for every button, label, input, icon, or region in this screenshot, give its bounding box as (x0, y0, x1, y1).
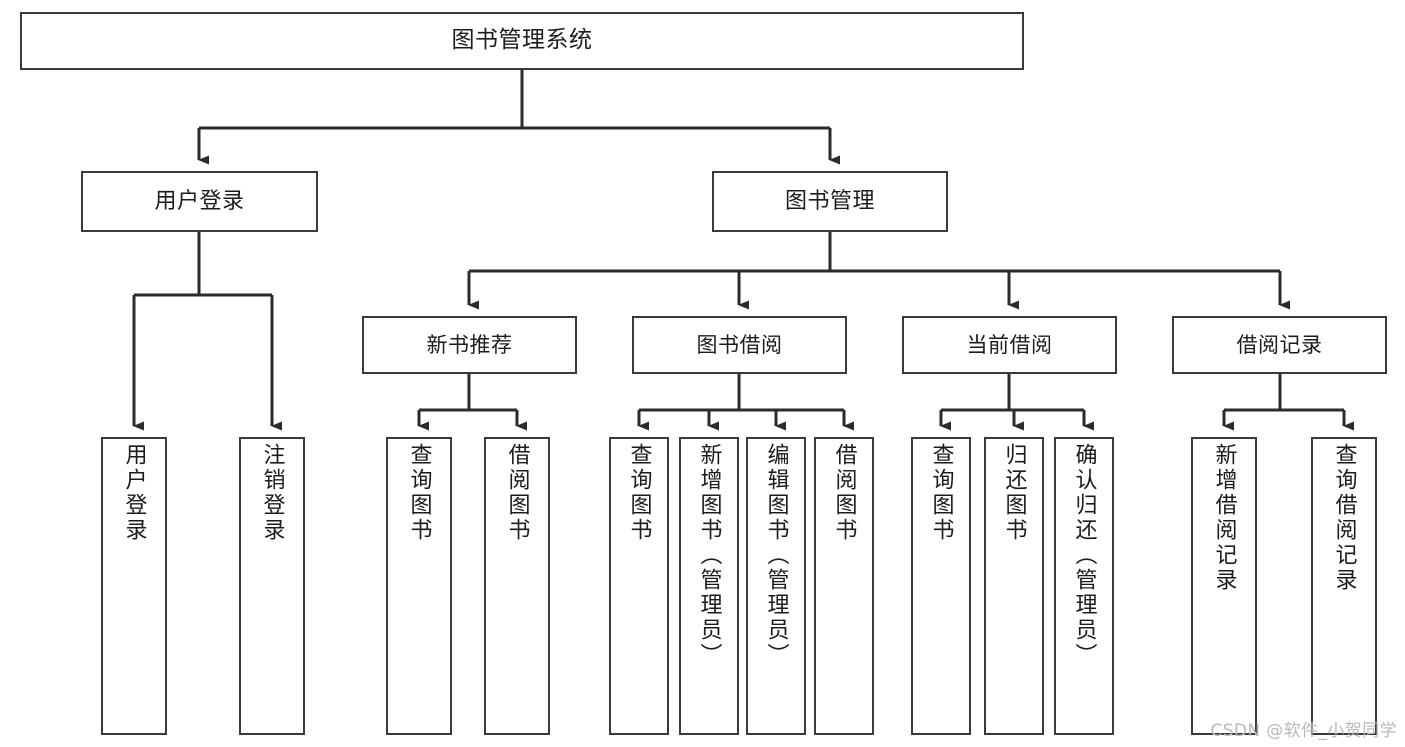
node-leaf-edit-book-label: 编辑图书（管理员） (763, 443, 789, 668)
node-leaf-add-record-label: 新增借阅记录 (1211, 443, 1237, 593)
node-leaf-user-logout-label: 注销登录 (259, 443, 285, 543)
node-leaf-borrow-book-1[interactable]: 借阅图书 (484, 437, 550, 735)
node-leaf-query-book-2[interactable]: 查询图书 (609, 437, 669, 735)
node-leaf-add-book-label: 新增图书（管理员） (696, 443, 722, 668)
node-leaf-query-record-label: 查询借阅记录 (1331, 443, 1357, 593)
watermark: CSDN @软件_小贺同学 (1210, 721, 1397, 741)
node-new-book-recommend[interactable]: 新书推荐 (362, 316, 577, 374)
node-leaf-query-book-2-label: 查询图书 (626, 443, 652, 543)
node-leaf-add-book[interactable]: 新增图书（管理员） (679, 437, 739, 735)
node-book-management[interactable]: 图书管理 (712, 171, 948, 232)
node-book-management-label: 图书管理 (784, 188, 875, 214)
node-leaf-borrow-book-2[interactable]: 借阅图书 (814, 437, 874, 735)
node-book-borrow-label: 图书借阅 (696, 332, 783, 357)
node-leaf-query-book-1-label: 查询图书 (406, 443, 432, 543)
node-leaf-query-book-3-label: 查询图书 (928, 443, 954, 543)
node-leaf-add-record[interactable]: 新增借阅记录 (1191, 437, 1257, 735)
node-leaf-user-login-label: 用户登录 (121, 443, 147, 543)
node-leaf-borrow-book-2-label: 借阅图书 (831, 443, 857, 543)
node-borrow-record[interactable]: 借阅记录 (1172, 316, 1387, 374)
node-book-borrow[interactable]: 图书借阅 (632, 316, 847, 374)
node-root-label: 图书管理系统 (451, 27, 593, 54)
node-current-borrow[interactable]: 当前借阅 (902, 316, 1117, 374)
node-leaf-borrow-book-1-label: 借阅图书 (504, 443, 530, 543)
node-root[interactable]: 图书管理系统 (20, 12, 1024, 70)
node-new-book-recommend-label: 新书推荐 (426, 332, 513, 357)
node-leaf-user-logout[interactable]: 注销登录 (239, 437, 305, 735)
node-leaf-return-book-label: 归还图书 (1001, 443, 1027, 543)
node-borrow-record-label: 借阅记录 (1236, 332, 1323, 357)
node-leaf-query-record[interactable]: 查询借阅记录 (1311, 437, 1377, 735)
node-leaf-edit-book[interactable]: 编辑图书（管理员） (746, 437, 806, 735)
node-leaf-confirm-return[interactable]: 确认归还（管理员） (1054, 437, 1114, 735)
node-leaf-user-login[interactable]: 用户登录 (101, 437, 167, 735)
node-leaf-query-book-3[interactable]: 查询图书 (911, 437, 971, 735)
node-user-login[interactable]: 用户登录 (81, 171, 318, 232)
node-current-borrow-label: 当前借阅 (966, 332, 1053, 357)
node-leaf-confirm-return-label: 确认归还（管理员） (1071, 443, 1097, 668)
node-leaf-query-book-1[interactable]: 查询图书 (386, 437, 452, 735)
node-user-login-label: 用户登录 (154, 188, 245, 214)
node-leaf-return-book[interactable]: 归还图书 (984, 437, 1044, 735)
